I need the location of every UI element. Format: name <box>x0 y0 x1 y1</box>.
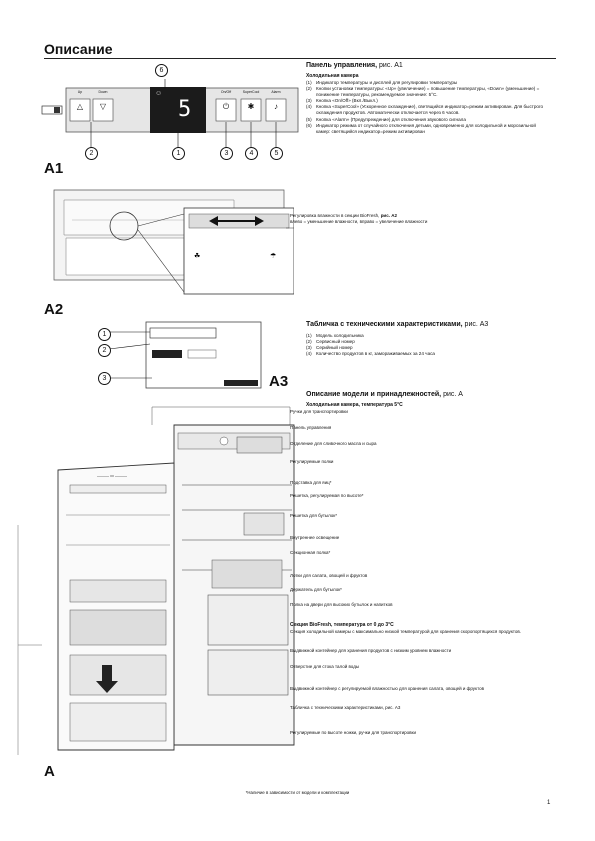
plate-callout-2: 2 <box>98 344 111 357</box>
figure-label-a: A <box>44 763 55 780</box>
page-number: 1 <box>547 800 551 806</box>
biofresh-section-text: Секция холодильной камеры с максимально … <box>290 629 521 634</box>
title-rule <box>44 58 556 59</box>
svg-text:☘: ☘ <box>194 252 200 260</box>
page-title: Описание <box>44 41 113 57</box>
plate-list: (1)Модель холодильника (2)Сервисный номе… <box>306 333 435 357</box>
model-subheading: Холодильная камера, температура 5°C <box>306 402 403 408</box>
callout-transport-handles: Ручки для транспортировки <box>290 409 348 414</box>
plate-caption: Табличка с техническими характеристиками… <box>306 321 489 328</box>
figure-label-a3: A3 <box>269 373 289 390</box>
rating-plate-figure <box>108 321 262 389</box>
callout-salad-trays: Лотки для салата, овощей и фруктов <box>290 573 368 578</box>
biofresh-section-title: Секция BioFresh, температура от 0 до 3°C <box>290 622 394 628</box>
up-button-label: Up <box>77 90 83 94</box>
child-lock-icon: ☺ <box>155 90 163 97</box>
figure-label-a1: A1 <box>44 160 64 177</box>
model-caption: Описание модели и принадлежностей, рис. … <box>306 391 463 398</box>
plate-callout-3: 3 <box>98 372 111 385</box>
callout-adjustable-feet: Регулируемые по высоте ножки, ручки для … <box>290 730 417 735</box>
svg-text:——— ▭ ———: ——— ▭ ——— <box>97 473 127 478</box>
panel-caption: Панель управления, рис. A1 <box>306 62 403 69</box>
callout-1: 1 <box>172 147 185 160</box>
callout-bottle-holder: Держатель для бутылок* <box>290 587 342 592</box>
onoff-button-label: On/Off <box>220 90 232 94</box>
refrigerator-figure: ——— ▭ ——— <box>17 406 295 755</box>
alarm-bell-icon[interactable]: ♪ <box>274 102 278 111</box>
callout-low-humidity-drawer: Выдвижной контейнер для хранения продукт… <box>290 648 452 653</box>
callout-rating-plate: Табличка с техническими характеристиками… <box>290 705 401 710</box>
panel-list: (1)Индикатор температуры и дисплей для р… <box>306 80 544 134</box>
panel-subheading: Холодильная камера <box>306 73 359 79</box>
callout-3: 3 <box>220 147 233 160</box>
callout-butter-cheese: Отделение для сливочного масла и сыра <box>290 441 377 446</box>
callout-5: 5 <box>270 147 283 160</box>
footnote: *Наличие в зависимости от модели и компл… <box>245 790 350 795</box>
callout-egg-tray: Подставка для яиц* <box>290 480 332 485</box>
callout-lighting: Внутреннее освещение <box>290 535 340 540</box>
callout-door-shelf: Полка на двери для высоких бутылок и нап… <box>290 602 393 607</box>
callout-height-grille: Решетка, регулируемая по высоте* <box>290 493 364 498</box>
control-panel-figure <box>41 79 299 148</box>
biofresh-humidity-figure: ☘ ☂ <box>53 189 294 295</box>
callout-section-shelf: Секционная полка* <box>290 550 331 555</box>
svg-text:☂: ☂ <box>270 252 276 260</box>
callout-drain-hole: Отверстие для стока талой воды <box>290 664 360 669</box>
temperature-display: 5 <box>178 97 192 122</box>
callout-shelves: Регулируемые полки <box>290 459 334 464</box>
plate-callout-1: 1 <box>98 328 111 341</box>
callout-control-panel: Панель управления <box>290 425 332 430</box>
snowflake-icon[interactable]: ✱ <box>247 102 255 111</box>
up-arrow-icon[interactable]: △ <box>76 102 84 111</box>
supercool-button-label: SuperCool <box>242 90 260 94</box>
callout-6: 6 <box>155 64 168 77</box>
biofresh-caption: Регулировка влажности в секции BioFresh,… <box>290 213 428 224</box>
down-button-label: Down <box>98 90 108 94</box>
callout-bottle-rack: Решетка для бутылок* <box>290 513 338 518</box>
alarm-button-label: Alarm <box>271 90 281 94</box>
callout-2: 2 <box>85 147 98 160</box>
callout-4: 4 <box>245 147 258 160</box>
callout-humidity-drawer: Выдвижной контейнер с регулируемой влажн… <box>290 686 484 691</box>
figure-label-a2: A2 <box>44 301 64 318</box>
down-arrow-icon[interactable]: ▽ <box>99 102 107 111</box>
power-icon[interactable]: ⏻ <box>222 102 230 111</box>
